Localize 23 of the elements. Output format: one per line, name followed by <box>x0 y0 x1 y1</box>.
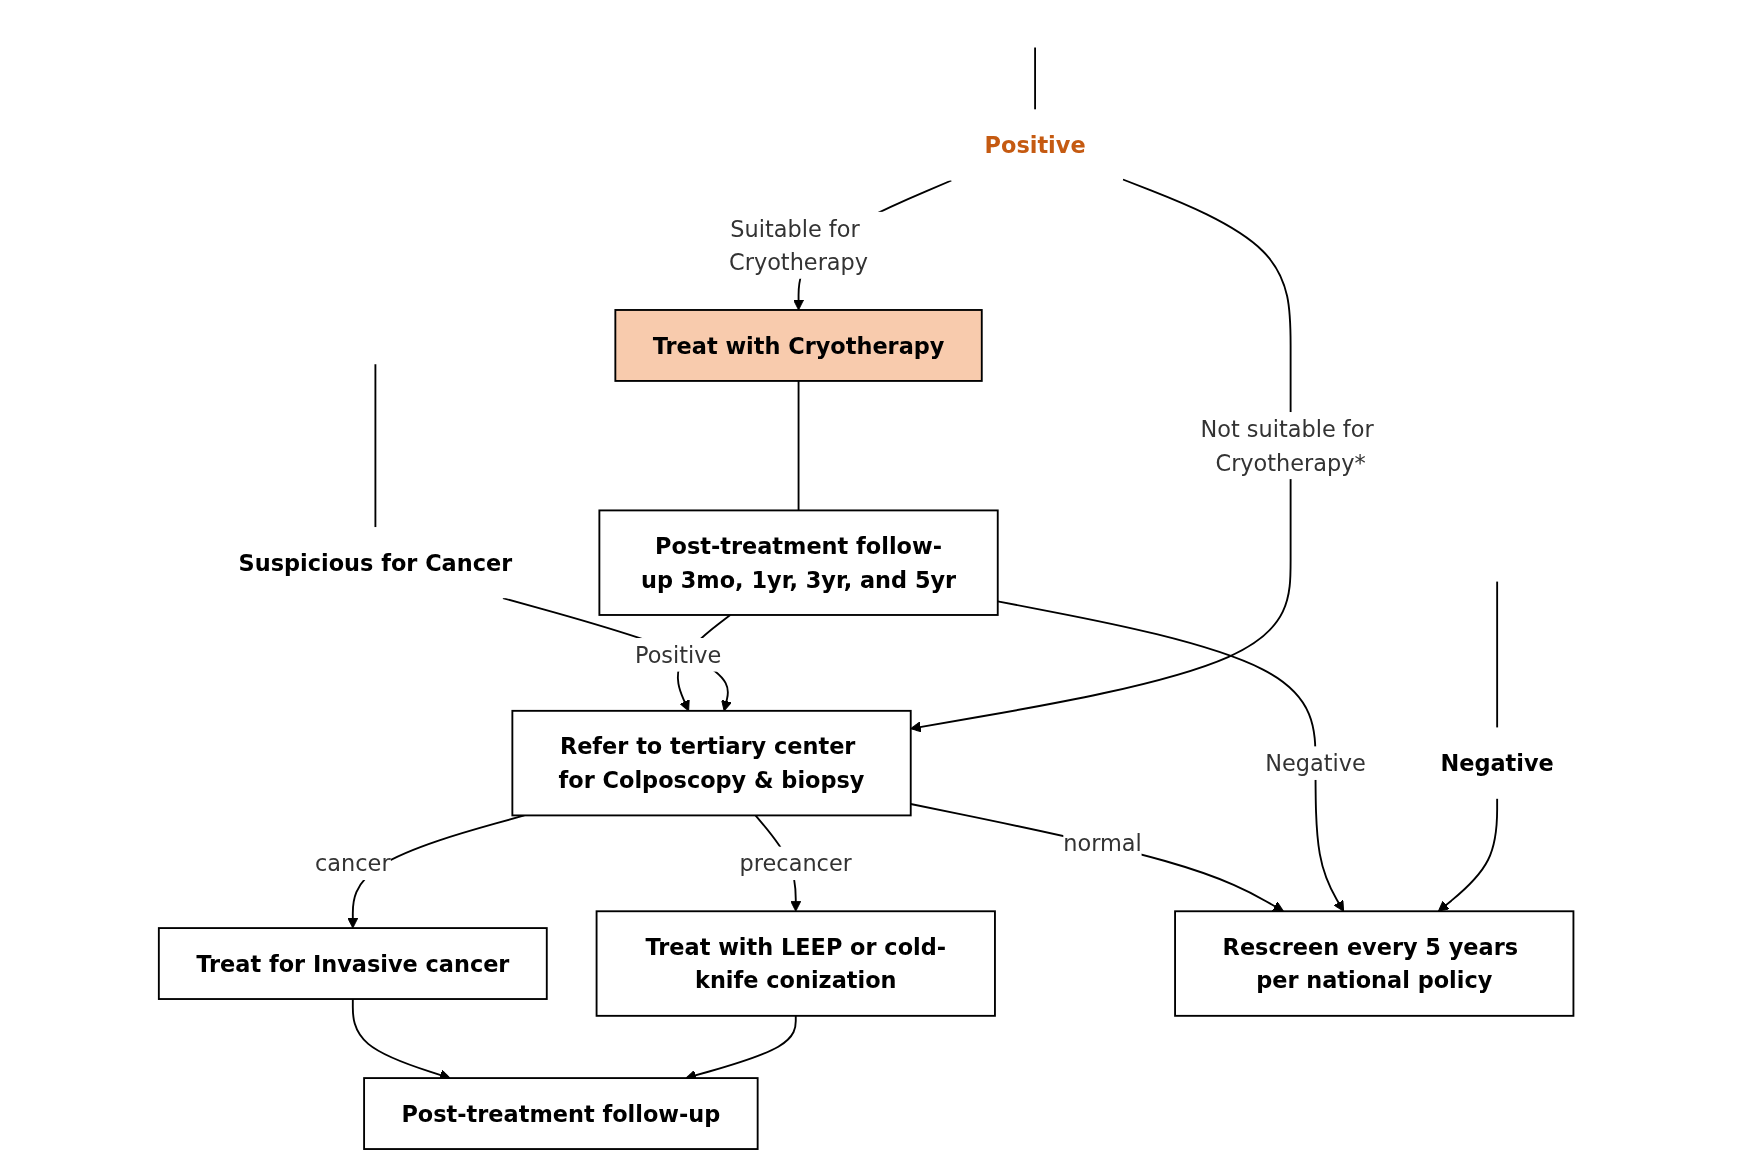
node-box: Post-treatment follow-up <box>363 1077 759 1150</box>
node-box: Treat with Cryotherapy <box>614 309 983 382</box>
node-text: Positive <box>984 131 1086 159</box>
edge-label: Suitable for Cryotherapy <box>729 215 869 276</box>
edge-label: normal <box>1063 830 1142 857</box>
connector <box>1496 580 1499 729</box>
edge-label: Negative <box>1265 750 1366 777</box>
node-box: Treat with LEEP or cold-knife conization <box>595 910 996 1017</box>
arrow <box>910 178 1292 733</box>
arrow <box>1437 797 1499 912</box>
edge-label: Not suitable for Cryotherapy* <box>1200 415 1374 476</box>
edge-label: cancer <box>315 850 391 877</box>
node-box: Treat for Invasive cancer <box>157 927 548 1000</box>
node-text: Negative <box>1440 750 1554 777</box>
connector <box>374 363 377 529</box>
connector <box>797 380 800 512</box>
node-text: Suspicious for Cancer <box>238 549 513 576</box>
node-box: Rescreen every 5 years per national policy <box>1174 910 1575 1017</box>
connector <box>1034 46 1037 111</box>
node-box: Refer to tertiary center for Colposcopy & biopsy <box>511 709 912 817</box>
edge-label: Positive <box>634 641 722 668</box>
edge-label: precancer <box>739 850 852 877</box>
node-box: Post-treatment follow-up 3mo, 1yr, 3yr, and 5yr <box>598 509 999 616</box>
